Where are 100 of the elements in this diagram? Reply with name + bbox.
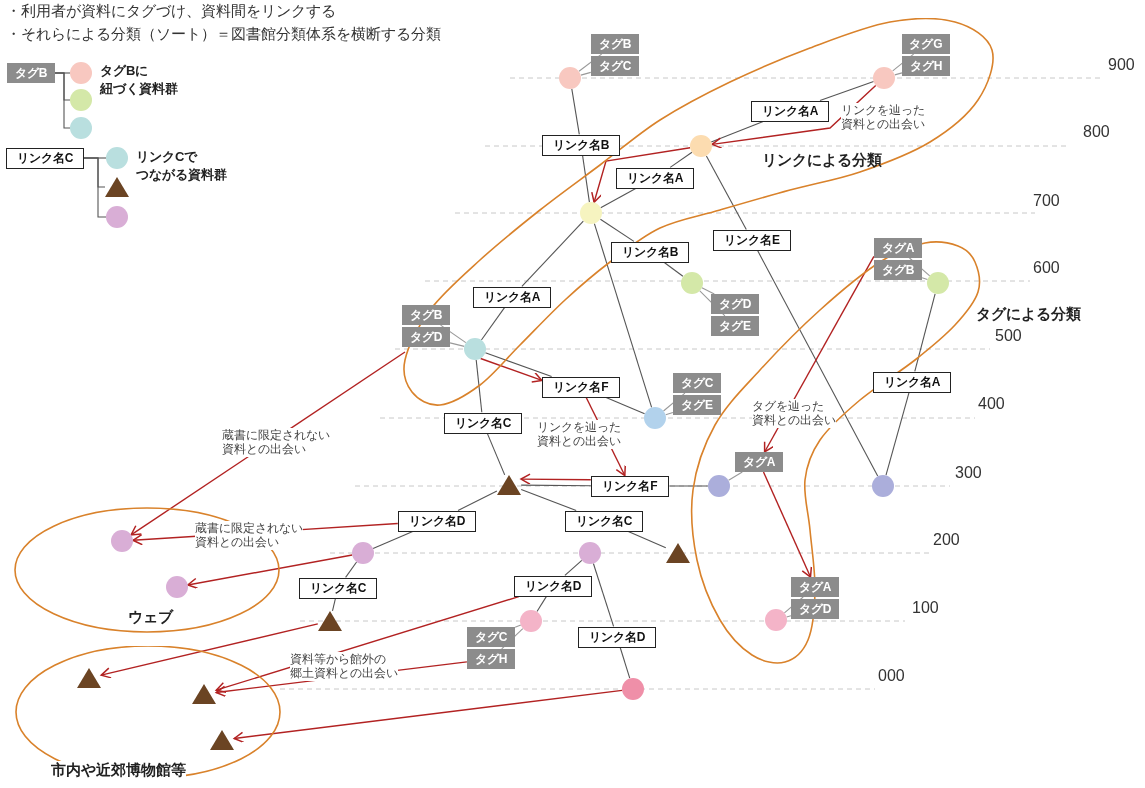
tag-label: タグD — [791, 599, 839, 619]
edge-label: 蔵書に限定されない資料との出会い — [222, 428, 330, 457]
bullet-text: ・それらによる分類（ソート）＝図書館分類体系を横断する分類 — [6, 25, 441, 44]
link-line — [619, 646, 631, 679]
level-number: 400 — [978, 395, 1005, 413]
link-line — [757, 250, 879, 477]
tag-line — [701, 287, 715, 295]
circle-node — [765, 609, 787, 631]
arrow — [762, 471, 813, 578]
link-name-box: リンク名A — [473, 286, 551, 308]
tag-line — [514, 624, 522, 628]
link-line — [668, 485, 709, 487]
link-line — [521, 220, 584, 287]
link-line — [885, 392, 910, 476]
circle-node — [70, 62, 92, 84]
link-line — [669, 151, 693, 168]
circle-node — [464, 338, 486, 360]
group-label: リンクによる分類 — [762, 150, 882, 170]
link-name-box: リンク名C — [299, 577, 377, 599]
tag-line — [449, 342, 465, 347]
tag-line — [578, 53, 603, 72]
arrow — [479, 357, 543, 383]
circle-node — [520, 610, 542, 632]
tag-label: タグD — [402, 327, 450, 347]
link-line — [819, 81, 875, 102]
circle-node — [111, 530, 133, 552]
group-label: タグによる分類 — [975, 304, 1081, 324]
triangle-node — [666, 543, 690, 563]
level-number: 000 — [878, 667, 905, 685]
tag-label: タグB — [874, 260, 922, 280]
link-line — [486, 433, 506, 476]
circle-node — [70, 89, 92, 111]
tag-label: タグA — [735, 452, 783, 472]
tag-line — [921, 277, 929, 281]
tag-line — [786, 615, 792, 618]
tag-label: タグH — [902, 56, 950, 76]
link-line — [83, 157, 107, 218]
link-name-box: リンク名D — [398, 510, 476, 532]
legend-caption: リンクCでつながる資料群 — [136, 148, 227, 184]
legend-caption: タグBに紐づく資料群 — [100, 62, 178, 98]
link-line — [536, 596, 547, 613]
link-line — [564, 559, 583, 576]
circle-node — [644, 407, 666, 429]
tag-label: タグG — [902, 34, 950, 54]
circle-node — [352, 542, 374, 564]
link-line — [345, 561, 358, 578]
arrow — [591, 147, 691, 203]
circle-node — [106, 206, 128, 228]
link-line — [914, 293, 936, 372]
bullet-text: ・利用者が資料にタグづけ、資料間をリンクする — [6, 2, 336, 21]
circle-node — [872, 475, 894, 497]
triangle-node — [497, 475, 521, 495]
link-name-box: リンク名E — [713, 229, 791, 251]
tag-label: タグC — [467, 627, 515, 647]
level-number: 100 — [912, 599, 939, 617]
level-number: 200 — [933, 531, 960, 549]
circle-node — [681, 272, 703, 294]
link-line — [605, 396, 646, 415]
tag-line — [894, 72, 903, 76]
circle-node — [622, 678, 644, 700]
level-number: 900 — [1108, 56, 1135, 74]
link-name-box: リンク名D — [578, 626, 656, 648]
group-label: ウェブ — [127, 607, 173, 627]
link-line — [457, 490, 498, 512]
triangle-node — [105, 177, 129, 197]
arrow — [711, 84, 877, 149]
link-line — [593, 223, 653, 408]
tag-label: タグB — [402, 305, 450, 325]
link-name-box: リンク名F — [542, 376, 620, 398]
circle-node — [580, 202, 602, 224]
tag-line — [665, 411, 674, 416]
link-line — [475, 359, 483, 413]
link-name-box: リンク名A — [873, 371, 951, 393]
link-name-box: リンク名A — [616, 167, 694, 189]
tag-label: タグH — [467, 649, 515, 669]
tag-label: タグB — [591, 34, 639, 54]
level-number: 500 — [995, 327, 1022, 345]
link-name-box: リンク名B — [542, 134, 620, 156]
link-line — [663, 261, 684, 277]
edge-label: タグを辿った資料との出会い — [752, 399, 836, 428]
tag-label: タグA — [791, 577, 839, 597]
group-label: 市内や近郊博物館等 — [50, 760, 186, 780]
link-line — [600, 188, 637, 209]
arrow — [520, 473, 592, 485]
triangle-node — [318, 611, 342, 631]
link-line — [331, 598, 336, 612]
link-line — [582, 155, 590, 203]
edge-label: リンクを辿った資料との出会い — [537, 420, 621, 449]
edge-label: 蔵書に限定されない資料との出会い — [195, 521, 303, 550]
circle-node — [927, 272, 949, 294]
level-number: 300 — [955, 464, 982, 482]
tag-line — [440, 324, 467, 344]
link-line — [484, 352, 553, 378]
tag-label: タグE — [673, 395, 721, 415]
tag-label: タグC — [673, 373, 721, 393]
triangle-node — [210, 730, 234, 750]
tag-line — [728, 471, 743, 481]
circle-node — [559, 67, 581, 89]
circle-node — [106, 147, 128, 169]
link-name-box: リンク名C — [444, 412, 522, 434]
